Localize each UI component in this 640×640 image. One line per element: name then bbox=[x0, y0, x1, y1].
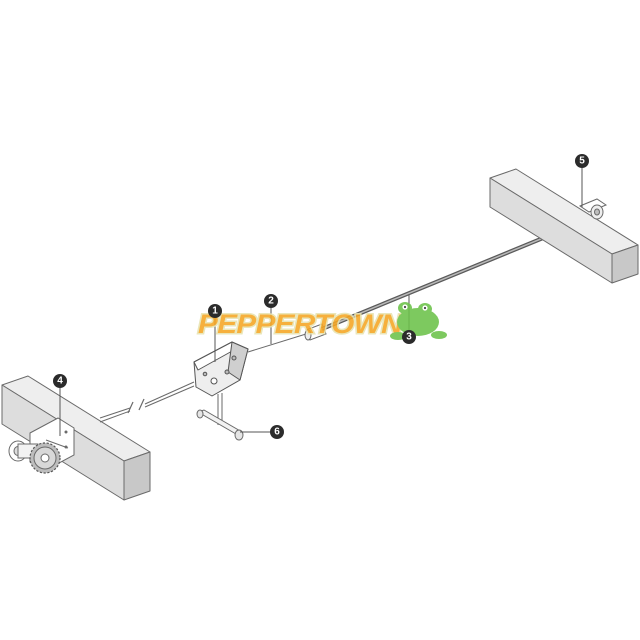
callout-3: 3 bbox=[402, 330, 416, 344]
frog-icon bbox=[390, 302, 447, 340]
watermark-text: PEPPERTOWN bbox=[198, 309, 403, 339]
cable-left-segment bbox=[99, 381, 195, 423]
cable-sleeve bbox=[304, 323, 327, 341]
left-beam-end bbox=[123, 451, 151, 501]
callout-5-label: 5 bbox=[579, 156, 585, 167]
short-cable bbox=[247, 333, 307, 353]
callout-5: 5 bbox=[575, 154, 589, 168]
callout-4: 4 bbox=[53, 374, 67, 388]
right-beam bbox=[489, 168, 639, 284]
callout-4-label: 4 bbox=[57, 376, 63, 387]
callout-3-label: 3 bbox=[406, 332, 412, 343]
left-beam bbox=[1, 375, 151, 501]
callout-1-label: 1 bbox=[212, 306, 218, 317]
winch-drum-assembly bbox=[8, 417, 75, 474]
cable-lever-bracket bbox=[193, 341, 249, 397]
callout-6: 6 bbox=[270, 425, 284, 439]
callout-1: 1 bbox=[208, 304, 222, 318]
long-cable bbox=[321, 234, 549, 331]
callout-6-label: 6 bbox=[274, 427, 280, 438]
cable-anchor-bracket bbox=[578, 198, 608, 220]
t-handle-pin bbox=[196, 393, 244, 441]
callout-2: 2 bbox=[264, 294, 278, 308]
callout-2-label: 2 bbox=[268, 296, 274, 307]
right-beam-end bbox=[611, 244, 639, 284]
watermark: PEPPERTOWN bbox=[197, 302, 447, 341]
winch-gear bbox=[29, 442, 61, 474]
